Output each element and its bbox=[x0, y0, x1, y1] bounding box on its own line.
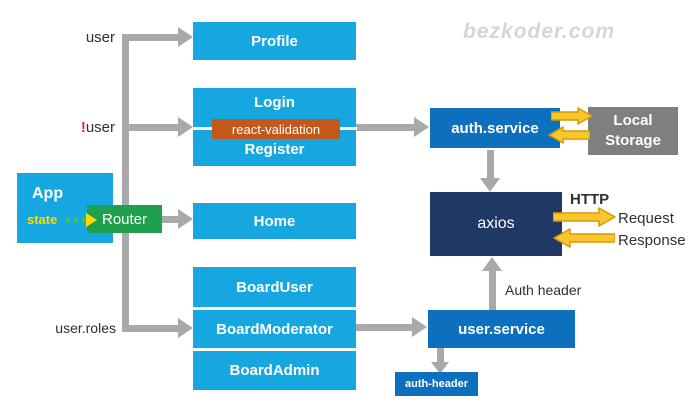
board-moderator-node: BoardModerator bbox=[193, 310, 356, 348]
arrow-notuser-to-login-head-icon bbox=[178, 117, 193, 137]
arrow-router-to-home-head-icon bbox=[178, 209, 193, 229]
watermark: bezkoder.com bbox=[463, 20, 616, 43]
arrow-authservice-to-axios-body bbox=[487, 150, 494, 179]
response-label: Response bbox=[618, 232, 686, 249]
react-validation-label: react-validation bbox=[231, 121, 321, 137]
router-node: Router bbox=[87, 205, 162, 233]
arrow-boards-to-userservice-body bbox=[354, 324, 413, 331]
not-user-rest: user bbox=[85, 119, 115, 136]
storage-write-arrow-icon bbox=[551, 107, 593, 125]
local-storage-line2: Storage bbox=[605, 132, 661, 149]
arrow-user-to-profile-body bbox=[122, 34, 179, 41]
arrow-userservice-to-axios-body bbox=[489, 271, 496, 310]
state-dot-icon bbox=[81, 218, 86, 223]
board-admin-node: BoardAdmin bbox=[193, 351, 356, 390]
auth-service-node: auth.service bbox=[430, 108, 560, 148]
local-storage-node: Local Storage bbox=[588, 107, 678, 155]
arrow-userservice-to-authheader-body bbox=[437, 348, 444, 363]
auth-header-edge-label: Auth header bbox=[505, 282, 582, 298]
auth-header-node: auth-header bbox=[395, 372, 478, 396]
auth-header-node-label: auth-header bbox=[405, 378, 468, 390]
http-response-arrow-icon bbox=[553, 228, 615, 248]
home-node-label: Home bbox=[253, 212, 296, 230]
board-admin-label: BoardAdmin bbox=[229, 362, 320, 379]
auth-service-label: auth.service bbox=[451, 119, 539, 137]
validation-left-connector bbox=[193, 127, 212, 130]
user-service-label: user.service bbox=[458, 320, 545, 338]
board-moderator-label: BoardModerator bbox=[216, 320, 333, 338]
arrow-userservice-to-authheader-head-icon bbox=[431, 362, 449, 374]
app-node-title: App bbox=[32, 185, 64, 202]
not-user-bang: ! bbox=[80, 119, 86, 136]
arrow-authservice-to-axios-head-icon bbox=[480, 178, 500, 192]
react-validation-node: react-validation bbox=[212, 119, 340, 139]
axios-node-label: axios bbox=[477, 215, 515, 232]
board-user-label: BoardUser bbox=[236, 278, 313, 296]
local-storage-line1: Local bbox=[613, 111, 653, 129]
router-trunk-line bbox=[122, 34, 129, 332]
http-request-arrow-icon bbox=[553, 207, 616, 227]
app-state-label: state bbox=[27, 212, 58, 227]
user-edge-label: user bbox=[85, 29, 115, 46]
login-label: Login bbox=[254, 94, 295, 111]
user-roles-edge-label: user.roles bbox=[55, 320, 116, 336]
state-arrow-head-icon bbox=[86, 213, 97, 227]
user-service-node: user.service bbox=[428, 310, 575, 348]
board-user-node: BoardUser bbox=[193, 267, 356, 307]
arrow-userservice-to-axios-head-icon bbox=[482, 257, 502, 271]
arrow-user-to-profile-head-icon bbox=[178, 27, 193, 47]
axios-node: axios bbox=[430, 192, 562, 256]
profile-node: Profile bbox=[193, 22, 356, 60]
state-dot-icon bbox=[73, 218, 78, 223]
arrow-boards-to-userservice-head-icon bbox=[412, 317, 427, 337]
arrow-router-to-home-body bbox=[160, 216, 179, 223]
arrow-notuser-to-login-body bbox=[122, 124, 179, 131]
arrow-validation-to-authservice-head-icon bbox=[414, 117, 429, 137]
storage-read-arrow-icon bbox=[548, 126, 590, 144]
router-node-label: Router bbox=[101, 210, 148, 228]
register-label: Register bbox=[244, 141, 305, 158]
home-node: Home bbox=[193, 203, 356, 239]
arrow-userroles-to-boards-head-icon bbox=[178, 318, 193, 338]
validation-right-connector bbox=[340, 127, 357, 130]
state-dot-icon bbox=[65, 218, 70, 223]
not-user-edge-label: !user bbox=[50, 119, 115, 136]
profile-node-label: Profile bbox=[251, 32, 298, 50]
request-label: Request bbox=[618, 210, 674, 227]
http-label: HTTP bbox=[570, 191, 610, 208]
arrow-validation-to-authservice-body bbox=[356, 124, 415, 131]
arrow-userroles-to-boards-body bbox=[122, 325, 179, 332]
